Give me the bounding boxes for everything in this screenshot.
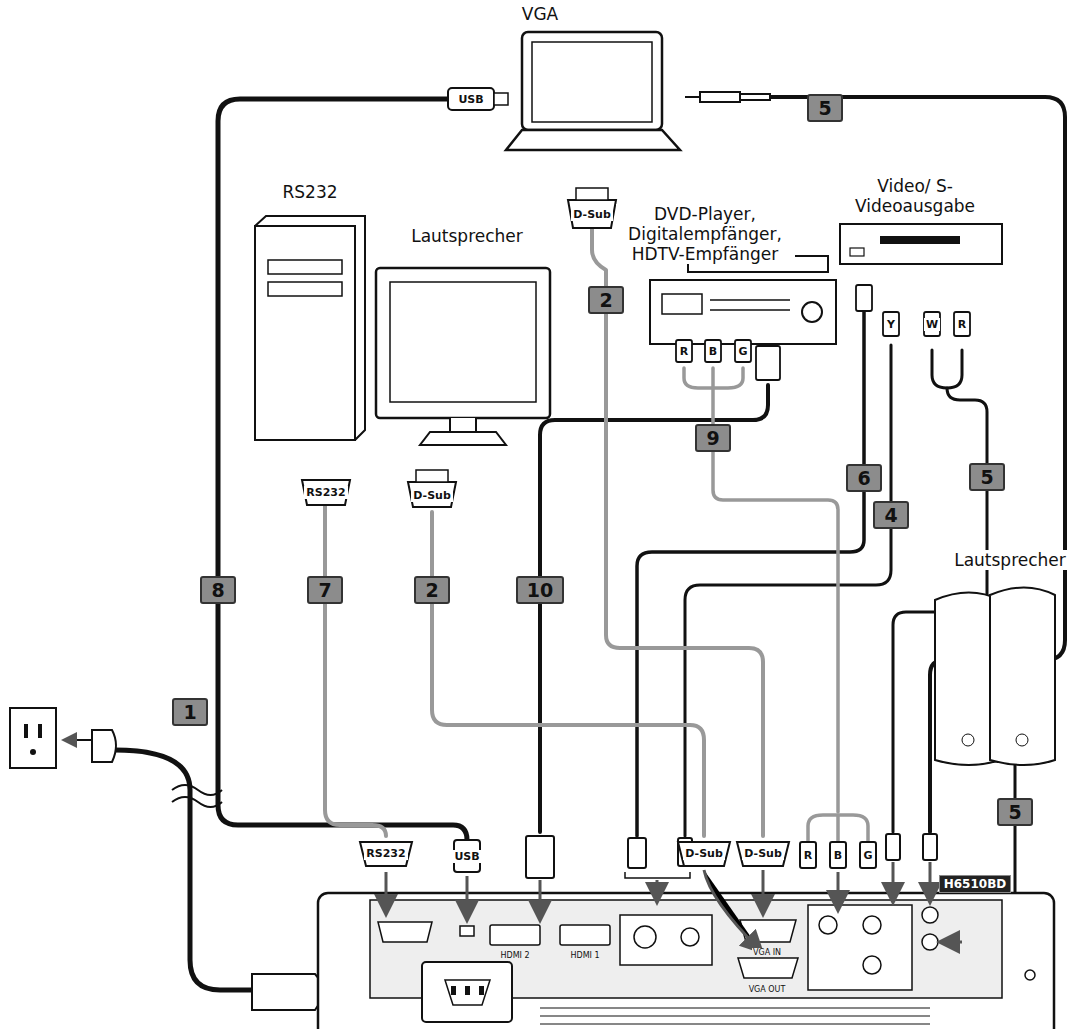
connector-label: D-Sub <box>742 847 784 860</box>
port-label: HDMI 1 <box>569 951 600 960</box>
callout-number: 5 <box>969 463 1004 491</box>
callout-number: 4 <box>873 501 908 529</box>
callout-number: 9 <box>695 424 730 452</box>
model-label: H6510BD <box>939 875 1012 893</box>
connector-label: D-Sub <box>411 489 453 502</box>
callout-number: 6 <box>846 464 881 492</box>
device-label: RS232 <box>280 182 339 202</box>
connector-label: D-Sub <box>571 208 613 221</box>
connector-label: B <box>832 849 844 862</box>
connector-label: RS232 <box>304 486 347 499</box>
callout-number: 5 <box>807 94 842 122</box>
port-label: VGA OUT <box>748 985 787 994</box>
device-label: VGA <box>520 4 560 24</box>
connector-label: W <box>924 318 940 331</box>
callout-number: 5 <box>997 798 1032 826</box>
connector-label: R <box>802 849 814 862</box>
device-label: Video/ S-Videoausgabe <box>818 176 1012 216</box>
connector-label: USB <box>456 93 485 106</box>
device-label: Lautsprecher <box>409 226 525 246</box>
connector-label: B <box>707 345 719 358</box>
connector-label: G <box>736 345 749 358</box>
callout-number: 10 <box>516 576 564 604</box>
connector-label: G <box>861 849 874 862</box>
callout-number: 8 <box>200 576 235 604</box>
connector-label: Y <box>885 318 897 331</box>
port-label: HDMI 2 <box>499 951 530 960</box>
connector-label: D-Sub <box>683 847 725 860</box>
callout-number: 2 <box>414 576 449 604</box>
connector-label: USB <box>452 850 481 863</box>
callout-number: 2 <box>588 286 623 314</box>
connector-label: RS232 <box>364 847 407 860</box>
connector-label: R <box>678 345 690 358</box>
callout-number: 7 <box>307 576 342 604</box>
connector-label: R <box>956 318 968 331</box>
device-label: DVD-Player, Digitalempfänger, HDTV-Empfä… <box>616 204 795 264</box>
callout-number: 1 <box>172 698 207 726</box>
device-label: Lautsprecher <box>952 550 1068 570</box>
port-label: VGA IN <box>752 948 782 957</box>
